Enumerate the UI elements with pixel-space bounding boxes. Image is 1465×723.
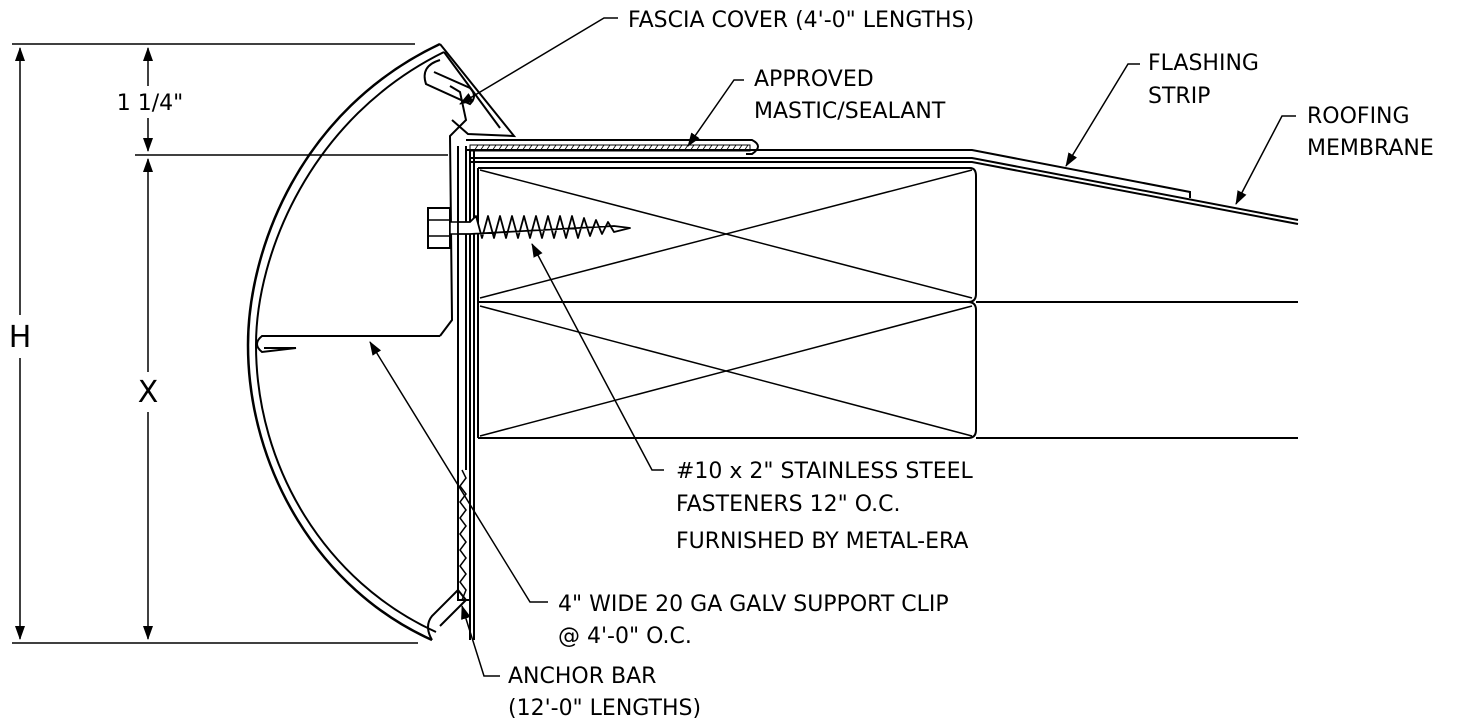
label-membrane-line1: ROOFING	[1307, 104, 1410, 129]
dim-h-label: H	[9, 320, 32, 355]
leader-anchor-bar	[461, 605, 500, 677]
dimension-lines: H 1 1/4" X	[9, 43, 448, 644]
fastener	[427, 207, 631, 249]
fascia-bottom-hook	[427, 588, 468, 641]
roofing-membrane-line	[470, 157, 1299, 221]
support-clip-arm	[256, 335, 440, 354]
label-anchor-line1: ANCHOR BAR	[508, 664, 656, 689]
label-fascia-cover: FASCIA COVER (4'-0" LENGTHS)	[628, 8, 974, 33]
lower-nailer-block	[478, 301, 977, 439]
label-anchor-line2: (12'-0" LENGTHS)	[508, 696, 701, 721]
label-fastener-line3: FURNISHED BY METAL-ERA	[676, 529, 968, 554]
leader-fastener	[531, 243, 664, 471]
label-clip-line2: @ 4'-0" O.C.	[558, 624, 692, 649]
label-flashing-line2: STRIP	[1148, 84, 1210, 109]
label-mastic-line2: MASTIC/SEALANT	[754, 99, 946, 124]
anchor-bar-serrations	[459, 469, 467, 601]
roof-membrane-and-flashing	[466, 139, 1299, 225]
fascia-cover-shape	[246, 42, 517, 642]
label-membrane-line2: MEMBRANE	[1307, 136, 1434, 161]
leader-support-clip	[369, 341, 548, 603]
fascia-cover-inner-curve	[254, 51, 445, 633]
roofing-membrane-line-lower	[470, 161, 1299, 225]
leader-fascia-cover	[459, 17, 618, 105]
leader-mastic	[687, 79, 744, 147]
leader-flashing	[1065, 63, 1140, 167]
screw-threads	[457, 215, 631, 239]
clip-vertical-leg	[439, 85, 468, 337]
label-fastener-line1: #10 x 2" STAINLESS STEEL	[676, 459, 974, 484]
label-clip-line1: 4" WIDE 20 GA GALV SUPPORT CLIP	[558, 592, 949, 617]
label-mastic-line1: APPROVED	[754, 67, 874, 92]
wood-nailers	[477, 167, 1298, 439]
bolt-head	[427, 207, 451, 249]
lower-nailer-cross-b	[479, 305, 973, 437]
label-flashing-line1: FLASHING	[1148, 51, 1259, 76]
callout-leaders	[369, 17, 1296, 677]
dim-offset-label: 1 1/4"	[117, 91, 184, 116]
leader-membrane	[1235, 115, 1296, 205]
label-fastener-line2: FASTENERS 12" O.C.	[676, 492, 900, 517]
fascia-cover-outer-curve	[246, 42, 441, 642]
callout-labels: FASCIA COVER (4'-0" LENGTHS) APPROVED MA…	[508, 8, 1434, 721]
mastic-hatch	[473, 144, 749, 152]
anchor-bar-foot	[457, 470, 470, 601]
dim-x-label: X	[138, 375, 159, 410]
fascia-top-drip	[439, 43, 517, 138]
bolt-washer	[449, 221, 459, 235]
upper-nailer-cross-b	[479, 169, 973, 299]
flashing-strip	[466, 149, 1191, 198]
fascia-top-sheet	[466, 139, 759, 155]
